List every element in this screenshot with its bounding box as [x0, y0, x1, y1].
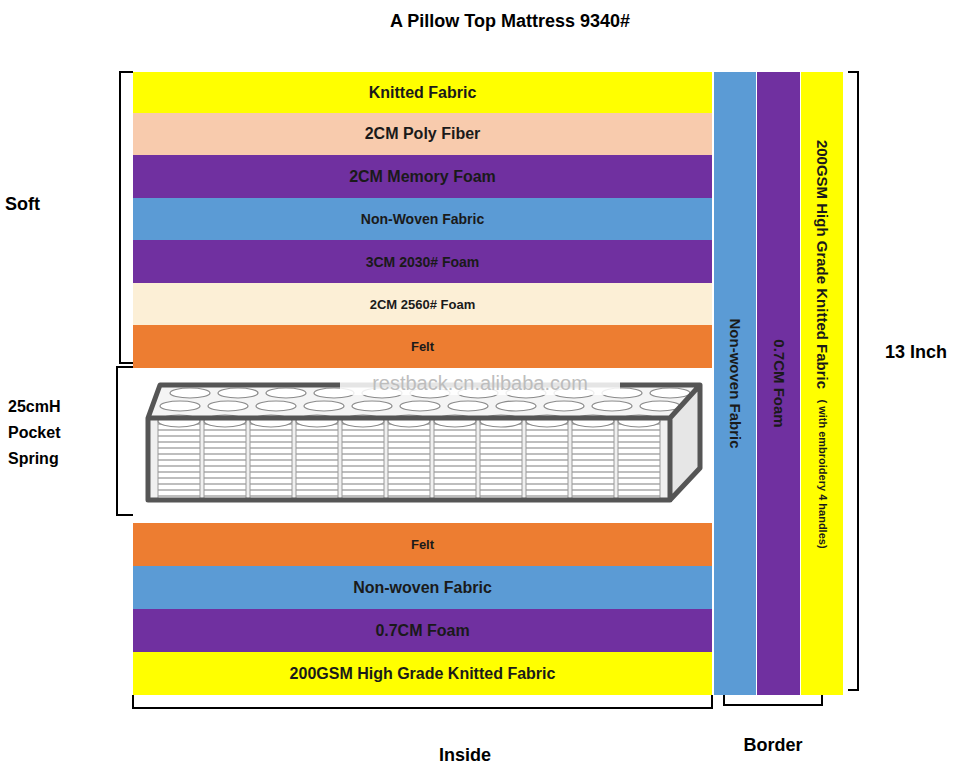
- mattress-layer-band: Non-Woven Fabric: [133, 198, 712, 240]
- layer-name: Non-Woven Fabric: [361, 211, 484, 227]
- section-label: Soft: [5, 194, 65, 215]
- pocket-spring-illustration: [148, 385, 700, 500]
- layer-name: Non-woven Fabric: [353, 579, 492, 597]
- spring-front-row: [158, 415, 660, 499]
- spring-coil-top: [304, 401, 344, 411]
- spring-outline: [148, 385, 700, 500]
- border-layer-band: Non-woven Fabric: [714, 72, 756, 695]
- layer-name: 3CM 2030# Foam: [366, 254, 480, 270]
- spring-coil: [388, 415, 430, 499]
- layer-name: 2CM 2560# Foam: [370, 297, 476, 312]
- mattress-layer-band: 3CM 2030# Foam: [133, 240, 712, 283]
- border-layer-band: 0.7CM Foam: [757, 72, 800, 695]
- mattress-layer-band: Knitted Fabric: [133, 72, 712, 113]
- spring-coil-top: [496, 401, 536, 411]
- inside-bracket: [133, 695, 712, 708]
- spring-coil-top: [352, 401, 392, 411]
- layer-name: 2CM Memory Foam: [349, 168, 496, 186]
- layer-name: 2CM Poly Fiber: [365, 125, 481, 143]
- mattress-layer-band: 2CM 2560# Foam: [133, 283, 712, 325]
- diagram-title: A Pillow Top Mattress 9340#: [260, 11, 760, 32]
- brackets: [117, 72, 858, 708]
- layer-name: Non-woven Fabric: [727, 318, 744, 448]
- mattress-layer-band: 2CM Poly Fiber: [133, 113, 712, 155]
- mattress-layer-band: 2CM Memory Foam: [133, 155, 712, 198]
- spring-coil: [296, 415, 338, 499]
- spring-coil: [572, 415, 614, 499]
- spring-coil: [250, 415, 292, 499]
- layer-name: 200GSM High Grade Knitted Fabric: [814, 140, 831, 389]
- layer-name: 200GSM High Grade Knitted Fabric: [290, 665, 556, 683]
- spring-coil: [434, 415, 476, 499]
- spring-coil-top: [256, 401, 296, 411]
- layer-name: 0.7CM Foam: [770, 339, 787, 427]
- mattress-layer-band: 200GSM High Grade Knitted Fabric: [133, 652, 712, 695]
- spring-coil-top: [640, 401, 680, 411]
- border-bracket: [724, 695, 822, 705]
- spring-coil-top: [170, 388, 210, 398]
- layer-name: Felt: [411, 537, 434, 552]
- spring-coil-top: [650, 388, 690, 398]
- section-label: Border: [723, 735, 823, 756]
- spring-coil-top: [400, 401, 440, 411]
- watermark: restback.cn.alibaba.com: [340, 372, 620, 395]
- layer-note: ( with embroidery 4 handles): [816, 399, 828, 548]
- spring-label: 25cmH Pocket Spring: [8, 394, 72, 472]
- height-bracket: [848, 72, 858, 690]
- layer-name: Knitted Fabric: [369, 84, 477, 102]
- spring-coil-top: [208, 401, 248, 411]
- spring-coil: [526, 415, 568, 499]
- dimension-label: 13 Inch: [885, 342, 957, 363]
- section-label: Inside: [405, 745, 525, 766]
- soft-bracket: [120, 72, 133, 363]
- layer-name: 0.7CM Foam: [375, 622, 469, 640]
- spring-coil-top: [266, 388, 306, 398]
- spring-bracket: [117, 367, 133, 515]
- spring-coil: [480, 415, 522, 499]
- mattress-layer-band: 0.7CM Foam: [133, 609, 712, 652]
- spring-coil-top: [592, 401, 632, 411]
- spring-coil: [158, 415, 200, 499]
- spring-coil-top: [160, 401, 200, 411]
- border-layer-band: 200GSM High Grade Knitted Fabric ( with e…: [801, 72, 843, 695]
- spring-coil: [204, 415, 246, 499]
- spring-coil: [342, 415, 384, 499]
- mattress-layer-band: Felt: [133, 523, 712, 566]
- spring-coil-top: [448, 401, 488, 411]
- spring-coil: [618, 415, 660, 499]
- mattress-layer-band: Felt: [133, 325, 712, 368]
- layer-name: Felt: [411, 339, 434, 354]
- mattress-layer-band: Non-woven Fabric: [133, 566, 712, 609]
- spring-coil-top: [544, 401, 584, 411]
- spring-coil-top: [218, 388, 258, 398]
